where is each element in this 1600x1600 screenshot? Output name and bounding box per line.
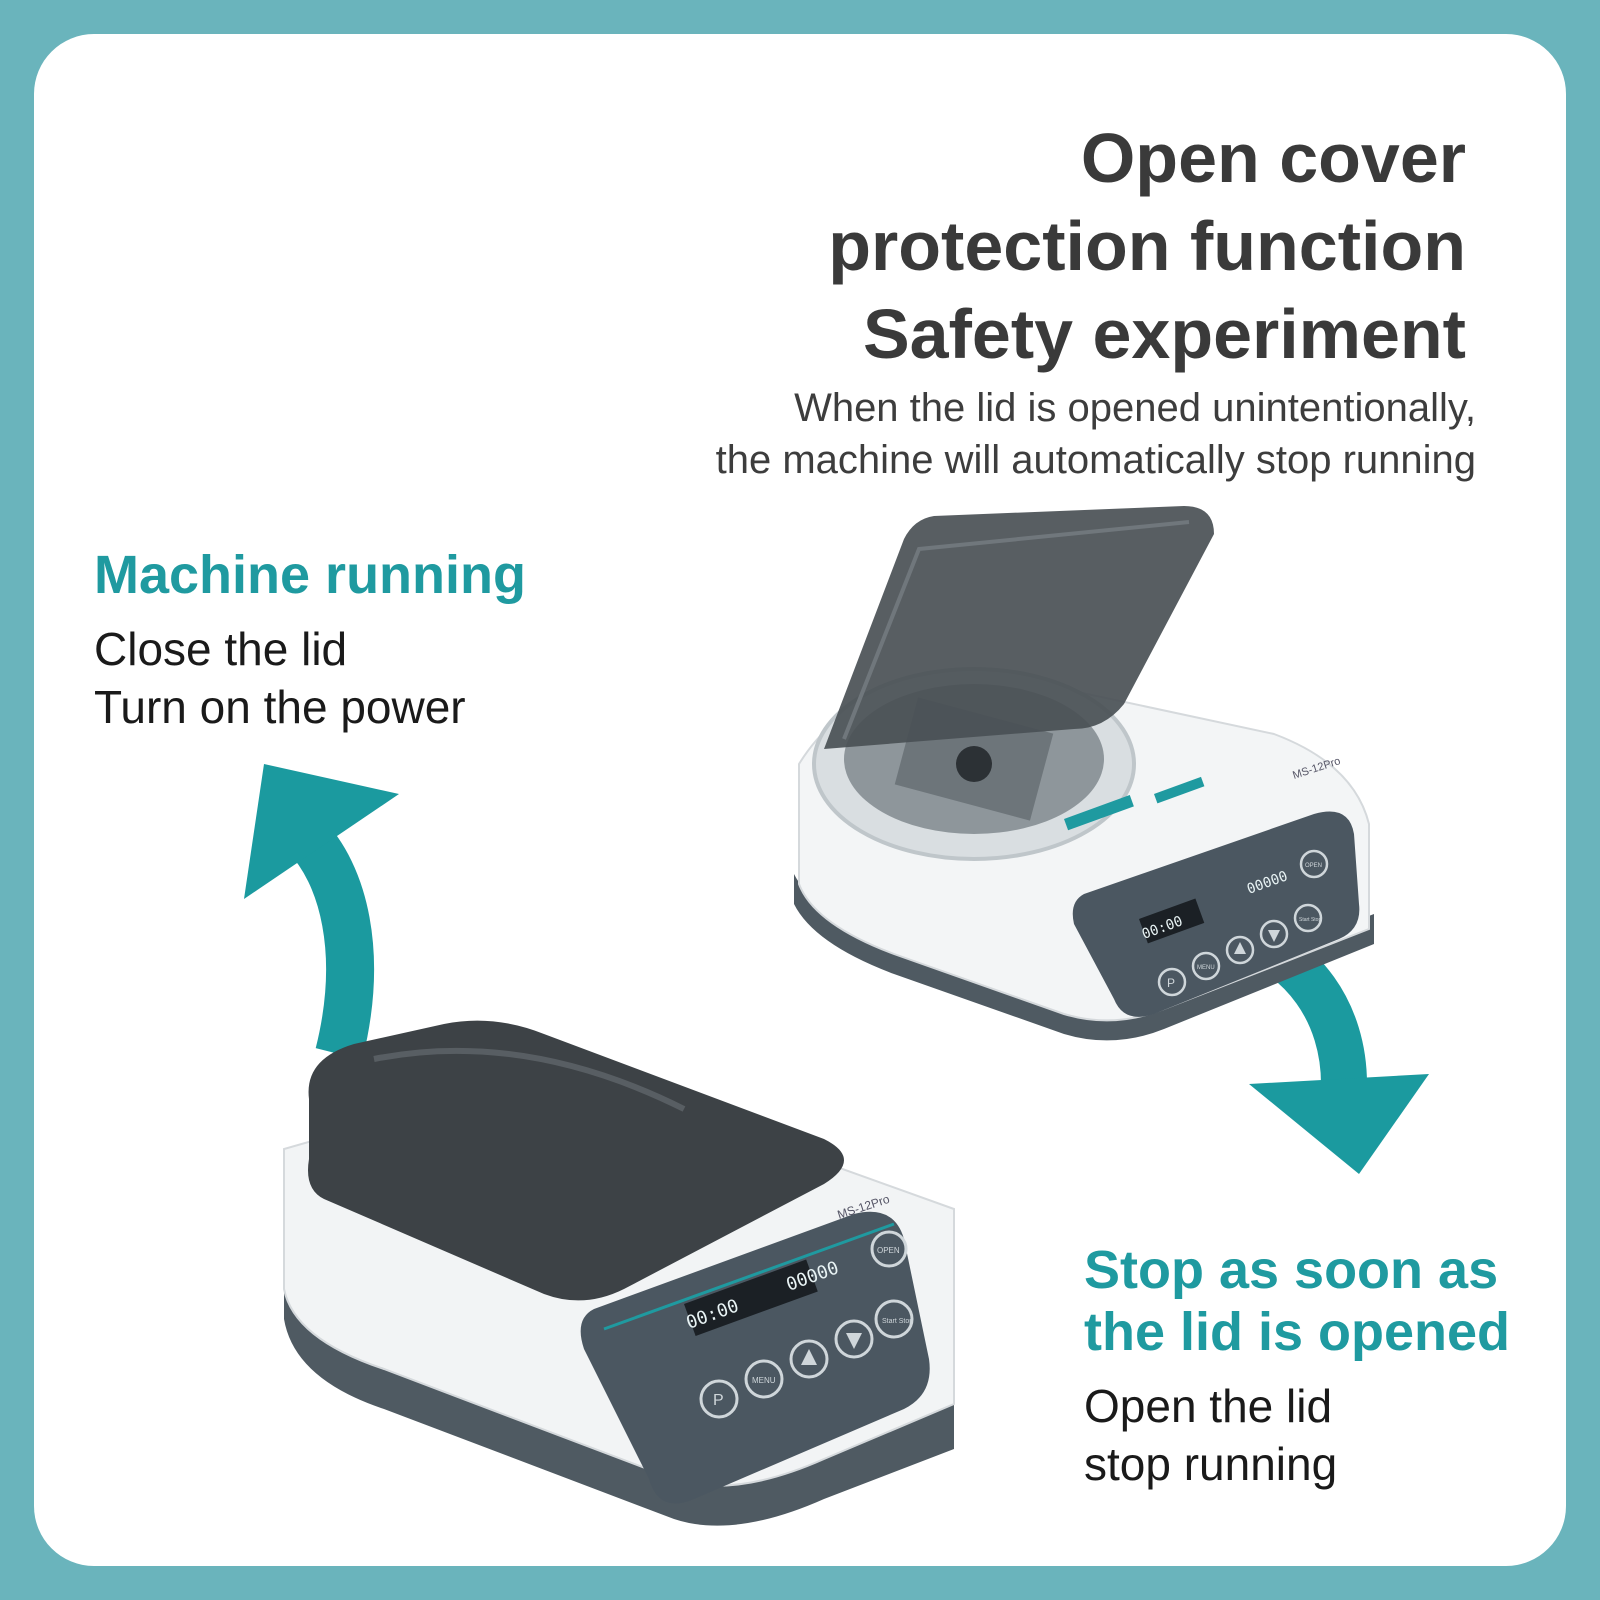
closed-button-row: P MENU Start Stop OPEN <box>699 1230 914 1419</box>
stop-title-line-1: Stop as soon as <box>1084 1240 1499 1300</box>
closed-up-icon[interactable] <box>801 1349 817 1365</box>
centrifuge-closed: MS-12Pro 00:00 00000 P MENU Start Stop O… <box>283 1020 955 1526</box>
stop-title: Stop as soon as the lid is opened <box>1084 1239 1510 1363</box>
open-start-stop-button[interactable]: Start Stop <box>1299 917 1321 923</box>
closed-p-button[interactable]: P <box>713 1392 724 1409</box>
promo-card: Open cover protection function Safety ex… <box>34 34 1566 1566</box>
curved-arrow-up-icon <box>244 764 399 1060</box>
open-lid-line: Open the lid <box>1084 1380 1333 1432</box>
closed-start-stop-button[interactable]: Start Stop <box>882 1318 913 1325</box>
headline-line-2: protection function <box>828 207 1466 285</box>
close-lid-line: Close the lid <box>94 623 348 675</box>
centrifuge-open: MS-12Pro 00:00 00000 P MENU Start Stop O… <box>794 506 1374 1041</box>
open-button-row: P MENU Start Stop OPEN <box>1157 849 1329 997</box>
stop-title-line-2: the lid is opened <box>1084 1302 1511 1362</box>
closed-down-icon[interactable] <box>846 1333 862 1349</box>
stop-running-line: stop running <box>1084 1438 1338 1490</box>
subtext: When the lid is opened unintentionally, … <box>716 382 1476 486</box>
open-menu-button[interactable]: MENU <box>1197 965 1215 971</box>
open-down-icon[interactable] <box>1268 930 1280 942</box>
power-on-line: Turn on the power <box>94 681 466 733</box>
stop-caption: Stop as soon as the lid is opened Open t… <box>1084 1239 1510 1493</box>
open-up-icon[interactable] <box>1234 942 1246 954</box>
closed-open-button[interactable]: OPEN <box>877 1246 900 1255</box>
machine-running-title: Machine running <box>94 545 526 605</box>
open-p-button[interactable]: P <box>1167 976 1175 990</box>
headline-line-1: Open cover <box>1080 119 1466 197</box>
subtext-line-2: the machine will automatically stop runn… <box>715 438 1476 482</box>
subtext-line-1: When the lid is opened unintentionally, <box>794 386 1476 430</box>
machine-running-caption: Machine running Close the lid Turn on th… <box>94 544 526 736</box>
closed-menu-button[interactable]: MENU <box>752 1376 776 1385</box>
headline: Open cover protection function Safety ex… <box>828 114 1466 378</box>
open-open-button[interactable]: OPEN <box>1305 863 1322 869</box>
headline-line-3: Safety experiment <box>862 295 1466 373</box>
